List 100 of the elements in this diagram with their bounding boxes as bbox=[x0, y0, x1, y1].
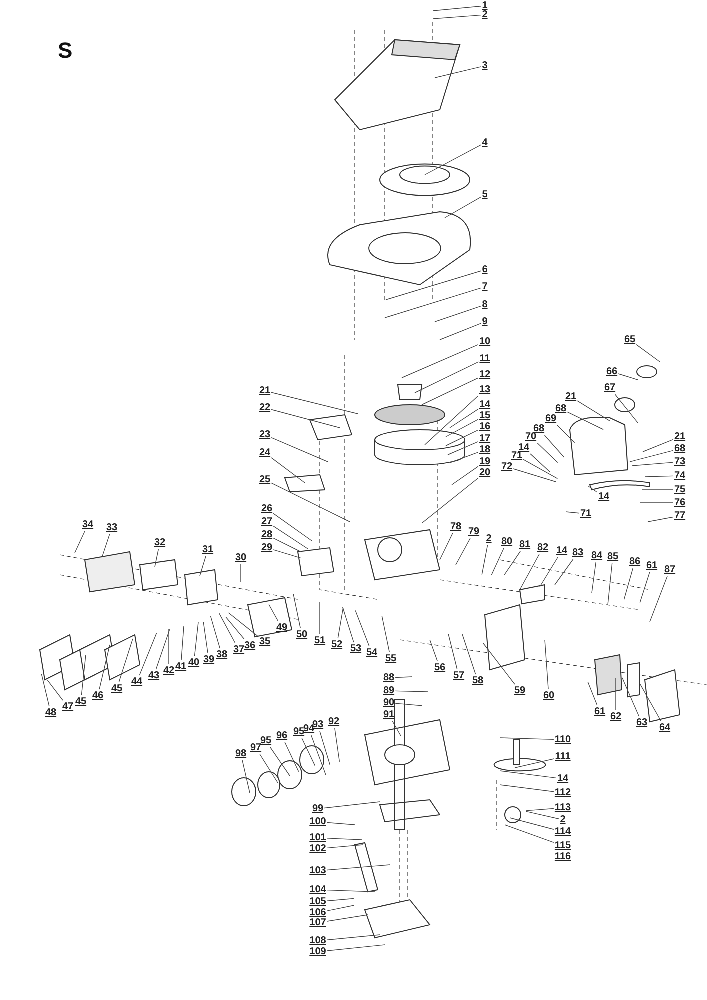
leader-line bbox=[456, 538, 471, 566]
callout-number: 50 bbox=[296, 630, 308, 640]
leader-line bbox=[554, 559, 574, 586]
callout-number: 69 bbox=[545, 414, 557, 424]
callout-number: 64 bbox=[659, 722, 671, 734]
callout-number: 14 bbox=[479, 400, 491, 410]
leader-line bbox=[513, 468, 556, 482]
callout-number: 56 bbox=[434, 662, 446, 674]
callout-number: 16 bbox=[479, 422, 491, 432]
leader-line bbox=[384, 288, 482, 318]
leader-line bbox=[355, 610, 370, 647]
leader-line bbox=[273, 538, 302, 552]
leader-line bbox=[434, 66, 482, 78]
leader-line bbox=[293, 594, 301, 629]
leader-line bbox=[424, 396, 479, 446]
leader-line bbox=[154, 549, 159, 568]
callout-number: 21 bbox=[565, 392, 577, 402]
leader-line bbox=[382, 616, 390, 653]
leader-line bbox=[271, 409, 340, 428]
leader-line bbox=[342, 606, 354, 643]
leader-line bbox=[614, 394, 638, 424]
leader-line bbox=[504, 824, 554, 844]
leader-line bbox=[640, 684, 662, 722]
callout-number: 100 bbox=[310, 816, 326, 828]
callout-number: 35 bbox=[259, 636, 271, 648]
leader-line bbox=[588, 486, 598, 493]
leader-line bbox=[260, 754, 278, 784]
leader-line bbox=[450, 408, 479, 428]
callout-number: 78 bbox=[450, 522, 462, 532]
callout-number: 14 bbox=[556, 546, 568, 556]
leader-line bbox=[226, 617, 245, 640]
leader-line bbox=[640, 572, 650, 604]
leader-line bbox=[327, 864, 390, 871]
callout-number: 29 bbox=[261, 542, 273, 554]
callout-number: 33 bbox=[106, 522, 118, 534]
leader-line bbox=[448, 441, 479, 456]
callout-number: 26 bbox=[261, 504, 273, 514]
leader-line bbox=[440, 533, 454, 560]
callout-number: 21 bbox=[259, 386, 271, 396]
callout-number: 63 bbox=[636, 718, 648, 728]
callout-number: 66 bbox=[606, 366, 618, 378]
leader-line bbox=[622, 678, 640, 717]
callout-number: 103 bbox=[310, 866, 326, 876]
callout-number: 114 bbox=[554, 826, 572, 838]
callout-number: 102 bbox=[310, 844, 326, 854]
callout-number: 28 bbox=[261, 530, 273, 540]
leader-line bbox=[99, 644, 110, 690]
leader-line bbox=[81, 654, 86, 696]
leader-line bbox=[544, 435, 565, 458]
leader-line bbox=[526, 808, 554, 812]
callout-number: 22 bbox=[259, 402, 271, 414]
leader-line bbox=[452, 466, 479, 486]
leader-line bbox=[311, 735, 326, 776]
callout-number: 96 bbox=[276, 730, 288, 742]
callout-number: 116 bbox=[554, 852, 572, 862]
callout-number: 86 bbox=[629, 556, 641, 568]
leader-line bbox=[446, 430, 479, 446]
leader-line bbox=[422, 478, 479, 524]
callout-number: 44 bbox=[131, 676, 143, 688]
callout-number: 10 bbox=[479, 336, 491, 348]
leader-line bbox=[271, 392, 358, 414]
callout-number: 87 bbox=[664, 564, 676, 576]
callout-number: 97 bbox=[250, 742, 262, 754]
callout-number: 61 bbox=[594, 706, 606, 718]
callout-number: 8 bbox=[482, 300, 488, 310]
leader-line bbox=[566, 512, 580, 514]
leader-line bbox=[462, 634, 476, 675]
leader-line bbox=[424, 144, 482, 176]
leader-line bbox=[567, 412, 604, 430]
callout-number: 52 bbox=[331, 640, 343, 650]
leader-line bbox=[432, 6, 482, 12]
callout-number: 95 bbox=[293, 726, 305, 738]
leader-line bbox=[482, 642, 516, 685]
callout-number: 2 bbox=[560, 814, 566, 826]
callout-number: 112 bbox=[554, 788, 572, 798]
leader-line bbox=[392, 721, 402, 736]
leader-line bbox=[327, 934, 380, 940]
callout-number: 19 bbox=[479, 456, 491, 468]
callout-number: 81 bbox=[519, 540, 531, 550]
leader-line bbox=[520, 554, 540, 590]
callout-number: 38 bbox=[216, 650, 228, 660]
leader-line bbox=[526, 811, 560, 820]
leader-line bbox=[327, 944, 386, 952]
callout-number: 9 bbox=[482, 316, 488, 328]
leader-line bbox=[395, 690, 428, 692]
callout-number: 48 bbox=[45, 708, 57, 718]
leader-line bbox=[482, 545, 488, 576]
callout-number: 89 bbox=[383, 686, 395, 696]
leader-line bbox=[327, 914, 368, 922]
callout-number: 72 bbox=[501, 462, 513, 472]
callout-number: 75 bbox=[674, 484, 686, 496]
leader-line bbox=[577, 400, 610, 422]
callout-number: 21 bbox=[674, 432, 686, 442]
leader-line bbox=[327, 905, 354, 912]
leader-line bbox=[624, 568, 634, 600]
callout-number: 101 bbox=[310, 832, 326, 844]
leader-line bbox=[273, 513, 312, 542]
callout-number: 107 bbox=[310, 918, 326, 928]
callout-number: 61 bbox=[646, 560, 658, 572]
leader-line bbox=[540, 557, 558, 588]
